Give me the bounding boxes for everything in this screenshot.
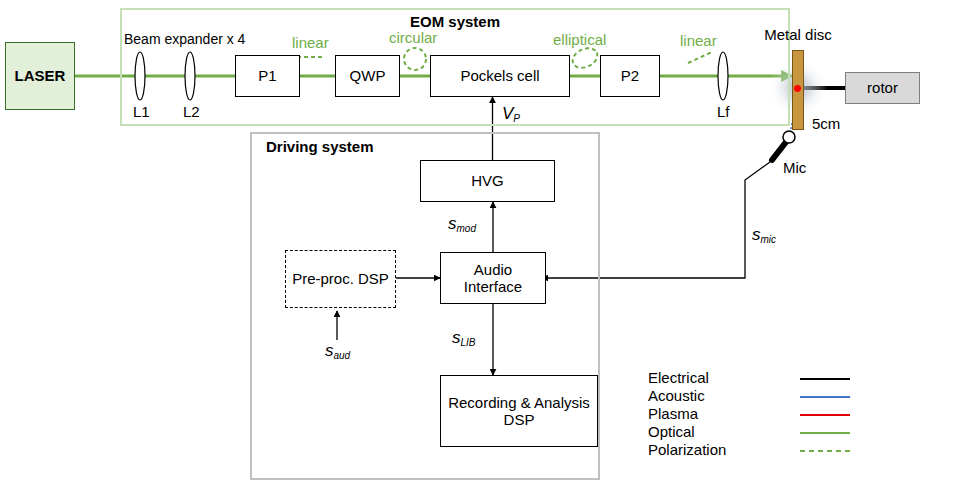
text-label: smic — [752, 226, 776, 245]
node-label: P2 — [615, 67, 645, 84]
beam-connector — [570, 75, 600, 78]
text-label: 5cm — [812, 116, 840, 133]
optic-box: QWP — [335, 55, 400, 97]
node-label: Recording & Analysis DSP — [441, 394, 597, 429]
node-label: Metal disc — [764, 26, 832, 43]
legend-sample — [800, 450, 850, 452]
text-label: L1 — [133, 104, 150, 121]
node-label: Pockels cell — [454, 67, 545, 84]
system-band: EOM systemP1 QWP Pockels cell P2 — [120, 8, 790, 126]
node-label: rotor — [861, 79, 904, 96]
mic-body — [772, 142, 786, 160]
laser-box: LASER — [5, 42, 75, 110]
text-label: elliptical — [553, 32, 606, 49]
lens-l1 — [135, 52, 145, 100]
legend-sample — [800, 432, 850, 434]
process-box: HVG — [420, 160, 555, 202]
text-label: linear — [680, 33, 717, 50]
signal-connector — [492, 202, 493, 252]
node-label: Audio Interface — [441, 261, 545, 296]
polarization-linear — [688, 52, 712, 63]
metal-disc: Metal disc — [792, 50, 804, 130]
optic-box: P1 — [235, 55, 300, 97]
node-label: EOM system — [122, 13, 788, 30]
node-label: Driving system — [266, 138, 374, 155]
legend-text: Electrical — [648, 370, 709, 387]
text-label: saud — [325, 342, 350, 361]
polarization-circular — [404, 48, 426, 70]
lens-lf — [718, 52, 728, 100]
node-label: P1 — [252, 67, 282, 84]
text-label: linear — [292, 35, 329, 52]
signal-connector — [396, 277, 440, 278]
lens-l2 — [185, 52, 195, 100]
text-label: Mic — [783, 160, 806, 177]
edge-label: sLIB — [450, 328, 478, 348]
process-box: Recording & Analysis DSP — [440, 375, 598, 447]
polarization-elliptical — [569, 44, 600, 71]
legend-text: Optical — [648, 424, 695, 441]
input-arrow — [336, 311, 337, 340]
legend-text: Polarization — [648, 442, 726, 459]
edge-label: VP — [500, 104, 522, 124]
legend-text: Plasma — [648, 406, 698, 423]
beam-connector — [75, 75, 235, 78]
signal-connector — [492, 97, 493, 160]
text-label: L2 — [183, 104, 200, 121]
mic-wire — [542, 162, 770, 278]
beam-connector — [300, 75, 335, 78]
process-box: Audio Interface — [440, 252, 546, 304]
polarization-linear — [297, 56, 323, 58]
text-label: Beam expander x 4 — [124, 32, 245, 47]
text-label: Lf — [717, 104, 730, 121]
legend-sample — [800, 414, 850, 416]
node-label: HVG — [465, 172, 510, 189]
system-band: Driving systemHVG Pre-proc. DSP Audio Inte… — [250, 132, 600, 480]
legend-text: Acoustic — [648, 388, 705, 405]
signal-connector — [492, 304, 493, 375]
optic-box: Pockels cell — [430, 55, 570, 97]
legend-sample — [800, 396, 850, 398]
node-label: Pre-proc. DSP — [286, 270, 395, 287]
edge-label: smod — [446, 214, 478, 234]
node-label: QWP — [344, 67, 392, 84]
legend-sample — [800, 378, 850, 380]
mic-head — [783, 131, 795, 143]
beam-connector — [400, 75, 430, 78]
node-label: LASER — [9, 67, 72, 84]
optic-box: P2 — [600, 55, 660, 97]
text-label: circular — [389, 30, 437, 47]
rotor-box: rotor — [845, 72, 920, 104]
process-box: Pre-proc. DSP — [285, 250, 396, 308]
